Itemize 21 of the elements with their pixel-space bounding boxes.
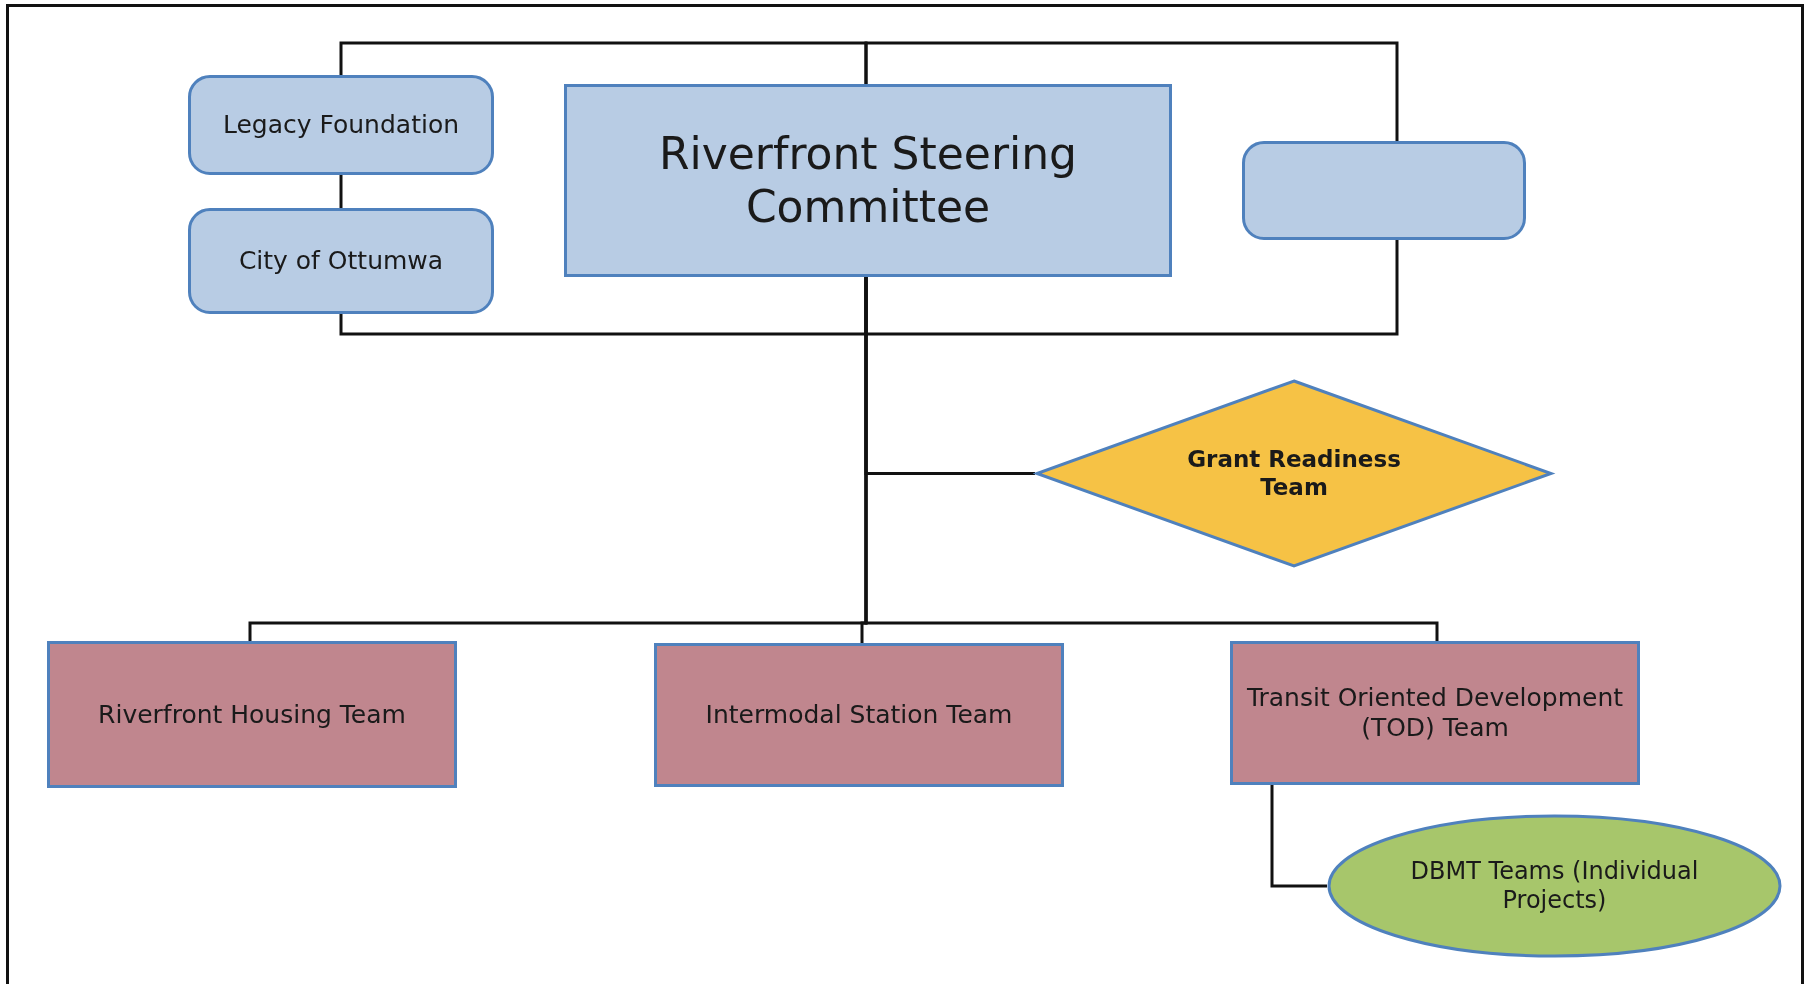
node-label: Riverfront Steering Committee	[657, 127, 1079, 234]
node-label: Riverfront Housing Team	[98, 699, 406, 730]
organization-box	[188, 208, 494, 314]
team-box	[47, 641, 457, 788]
connector-line	[339, 175, 343, 208]
node-label: Legacy Foundation	[222, 110, 460, 140]
organization-box	[1242, 141, 1526, 240]
team-diamond	[1035, 379, 1553, 568]
connector-line	[864, 41, 1399, 336]
committee-box	[564, 84, 1172, 277]
node-label: DBMT Teams (Individual Projects)	[1409, 857, 1700, 915]
connector-line	[1270, 785, 1327, 888]
team-box	[654, 643, 1064, 787]
connector-line	[864, 277, 1439, 641]
node-label: Grant Readiness Team	[1186, 445, 1402, 502]
team-box	[1230, 641, 1640, 785]
organization-box	[188, 75, 494, 175]
node-label: Transit Oriented Development (TOD) Team	[1245, 683, 1625, 743]
team-ellipse	[1327, 814, 1782, 958]
node-label: City of Ottumwa	[238, 246, 444, 276]
node-label: Intermodal Station Team	[705, 700, 1013, 730]
